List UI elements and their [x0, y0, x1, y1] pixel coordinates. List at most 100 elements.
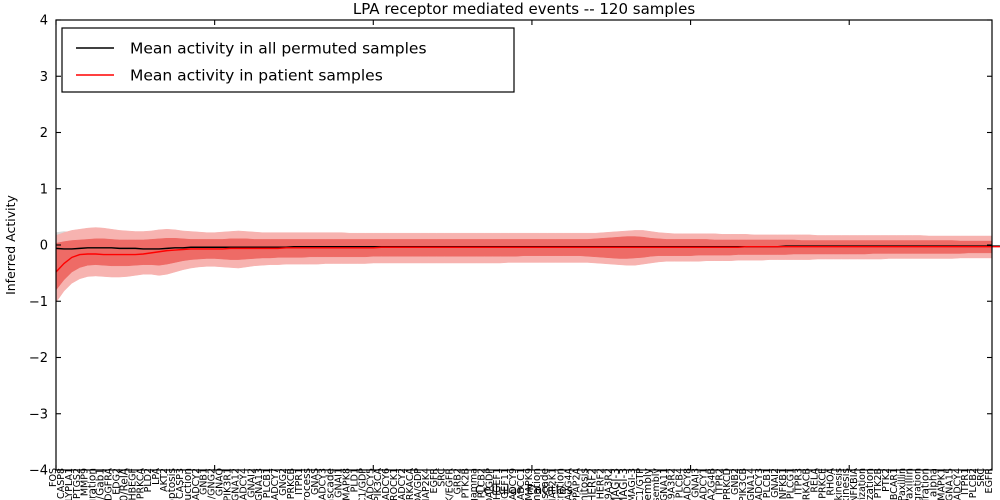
x-category-label: GNA15 [944, 468, 955, 500]
y-tick-label: 4 [40, 14, 48, 29]
x-category-label: PLCB4 [675, 468, 686, 498]
x-category-label: RAC1/GTP [635, 468, 646, 500]
x-category-label: ITPR2 [714, 468, 725, 495]
x-category-label: EGFR [984, 468, 995, 494]
x-category-label: PIK3CB [738, 468, 749, 500]
x-category-label: LYPLA1 [64, 468, 75, 500]
x-category-label: GNAI2 [246, 468, 257, 498]
x-category-label: PLCB1 [762, 468, 773, 498]
x-category-label: SRC [976, 468, 987, 487]
x-category-label: ADCY5 [365, 468, 376, 500]
x-category-label: GNA11 [659, 468, 670, 500]
x-category-label: GNAI1 [334, 468, 345, 498]
x-category-label: AKT2 [159, 468, 170, 492]
x-category-label: ADCY6 [381, 468, 392, 500]
x-category-label: MAP2K1 [548, 468, 559, 500]
x-category-label: MAPK8 [341, 468, 352, 500]
x-category-label: CASP3 [175, 468, 186, 499]
x-category-label: RHOA/GDP [484, 468, 495, 500]
x-category-label: MAP2K4 [421, 468, 432, 500]
x-category-label: RELA [809, 468, 820, 493]
x-category-label: PRKCA [135, 467, 146, 499]
x-category-label-long: EGFR/PI3K-beta/Gab1 [95, 468, 107, 500]
x-category-label-long: stress fiber formation [531, 468, 543, 500]
x-category-label: RHOA [825, 468, 836, 496]
x-category-label: PLA2G4A [564, 467, 575, 500]
x-category-label: RHOA/GDP [413, 468, 424, 500]
x-category-label-long: p130 Cas/FAK1/Paxillin [904, 468, 916, 500]
y-tick-label: 3 [40, 70, 48, 85]
x-category-label: PLCG1 [786, 468, 797, 499]
x-category-label-long: MAGI-3 [610, 468, 622, 500]
x-category-label-long: positive regulation of dendritic cell cy… [182, 468, 194, 500]
x-category-label: LPA2/NHERF2 [595, 468, 606, 500]
x-category-label: PTK2 [881, 468, 892, 492]
x-category-label: ADCY4 [952, 468, 963, 500]
x-category-label: p130 Cas/FAK1/Paxillin [897, 468, 908, 500]
x-category-label: ITPR3 [794, 468, 805, 495]
x-category-label: ADCY2 [397, 468, 408, 500]
y-tick-label: −3 [29, 407, 48, 422]
y-tick-label: −4 [29, 464, 48, 479]
x-category-label-long: cAMP biosynthetic process [301, 468, 313, 500]
x-category-label-long: NF kappa B1 p50/RelA [118, 467, 130, 500]
x-category-label: GNB2 [730, 468, 741, 495]
x-category-label: HBEGF [127, 468, 138, 500]
x-category-label-long: apoptosis [166, 468, 178, 500]
x-category-label-long: positive regulation of mitosis [578, 468, 590, 500]
x-category-label-long: NF kappa B1 p50/RelA/I kappa B alpha [927, 468, 939, 500]
x-category-label: CASP8 [56, 468, 67, 499]
x-category-label: ABCC1 [516, 468, 527, 500]
x-category-label: ADCY3 [754, 468, 765, 500]
x-category-label: NFKB1 [778, 468, 789, 499]
x-category-label: actomyosin contractile ring contraction … [833, 468, 844, 500]
legend-label-permuted: Mean activity in all permuted samples [130, 40, 427, 58]
x-category-label-long: lamellipodium assembly [642, 468, 654, 500]
x-category-label: PRKCD [722, 468, 733, 500]
x-category-label: MAPK1 [936, 468, 947, 500]
x-category-label-long: endothelial cell migration [87, 468, 99, 500]
x-category-label: SLC9A3R2 [667, 468, 678, 500]
x-category-label: PTGS2 [72, 468, 83, 499]
x-category-label: GRB2 [453, 468, 464, 495]
x-category-label: MMP9 [80, 468, 91, 496]
x-axis-label: Cellular Entities [475, 482, 573, 497]
legend-box [61, 27, 515, 93]
y-tick-label: −2 [29, 351, 48, 366]
x-category-label: PLCB2 [476, 468, 487, 498]
x-category-label: MAPK9 [524, 468, 535, 500]
x-category-label-long: LPA2/NHERF2 [586, 468, 598, 500]
x-category-label: positive regulation of microtubule depol… [857, 468, 868, 500]
x-category-label: GNB1/GNG2 [207, 468, 218, 500]
x-category-label: PRKCE [817, 468, 828, 499]
y-tick-label: 1 [40, 182, 48, 197]
x-category-label: GNA12 [230, 468, 241, 500]
x-category-label: ADCY9 [508, 468, 519, 500]
x-category-label: ARHGEF11 [500, 468, 511, 500]
x-category-label: PLD2 [143, 468, 154, 492]
x-category-label: GNAS [310, 468, 321, 495]
series-line-patient [55, 245, 1000, 273]
x-category-label: ADCY8 [683, 468, 694, 500]
x-category-label: ADCY1 [698, 468, 709, 500]
x-category-label: PRKACA [405, 468, 416, 500]
x-category-label-long: actomyosin contractile ring contraction … [840, 468, 852, 500]
x-category-label: GNA13 [254, 468, 265, 500]
x-category-label-long: arachidonic acid secretion [555, 468, 567, 500]
x-category-label: PLCB2 [968, 468, 979, 498]
x-category-label: PRKCB [286, 468, 297, 499]
x-category-label: ARHGEF1 [492, 468, 503, 500]
x-category-label-long: LPA2/MAGI-3 [618, 468, 630, 500]
x-category-label: GNB1 [199, 468, 210, 495]
x-category-label: GNA14 [746, 468, 757, 500]
x-category-label: BCAR1 [889, 468, 900, 500]
x-category-label-long: cell migration [920, 468, 932, 500]
x-category-label: GNAI2 [770, 468, 781, 498]
x-category-label: PIK3CA [373, 467, 384, 500]
x-category-label: ADCY2 [191, 468, 202, 500]
x-category-label: ADCY3 [318, 468, 329, 500]
x-category-label: PPAP2A [572, 468, 583, 500]
y-axis-label: Inferred Activity [3, 194, 18, 294]
